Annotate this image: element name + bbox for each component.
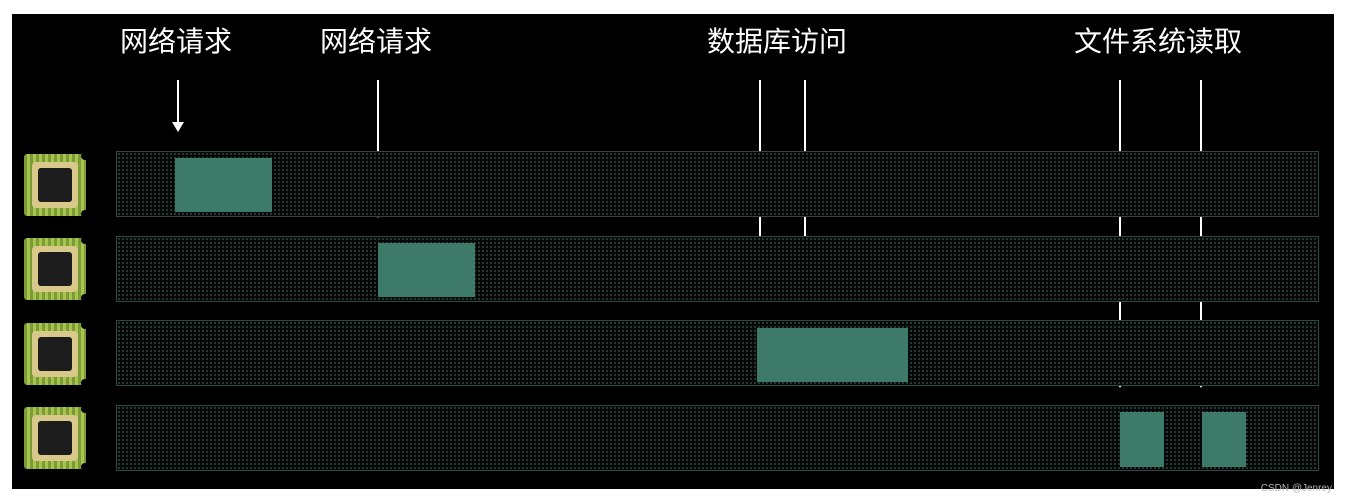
cpu-chip-icon bbox=[24, 236, 89, 302]
label-network-request-1: 网络请求 bbox=[120, 25, 233, 58]
task-block-network-request-1 bbox=[175, 158, 272, 212]
watermark: CSDN @Jenrey bbox=[1260, 483, 1332, 494]
label-file-system-read: 文件系统读取 bbox=[1074, 25, 1243, 58]
thread-lane-1 bbox=[116, 151, 1319, 217]
thread-lane-3 bbox=[116, 320, 1319, 386]
label-network-request-2: 网络请求 bbox=[320, 25, 433, 58]
task-block-network-request-2 bbox=[378, 243, 475, 297]
thread-lane-4 bbox=[116, 405, 1319, 471]
down-arrow-icon bbox=[172, 80, 184, 132]
task-block-file-read-2 bbox=[1202, 412, 1246, 467]
label-database-access: 数据库访问 bbox=[707, 25, 848, 58]
cpu-chip-icon bbox=[24, 405, 89, 471]
thread-timeline-diagram: 网络请求 网络请求 数据库访问 文件系统读取 bbox=[12, 14, 1334, 489]
thread-lane-2 bbox=[116, 236, 1319, 302]
cpu-chip-icon bbox=[24, 152, 89, 218]
task-block-file-read-1 bbox=[1120, 412, 1164, 467]
cpu-chip-icon bbox=[24, 321, 89, 387]
task-block-database-access bbox=[757, 328, 908, 382]
